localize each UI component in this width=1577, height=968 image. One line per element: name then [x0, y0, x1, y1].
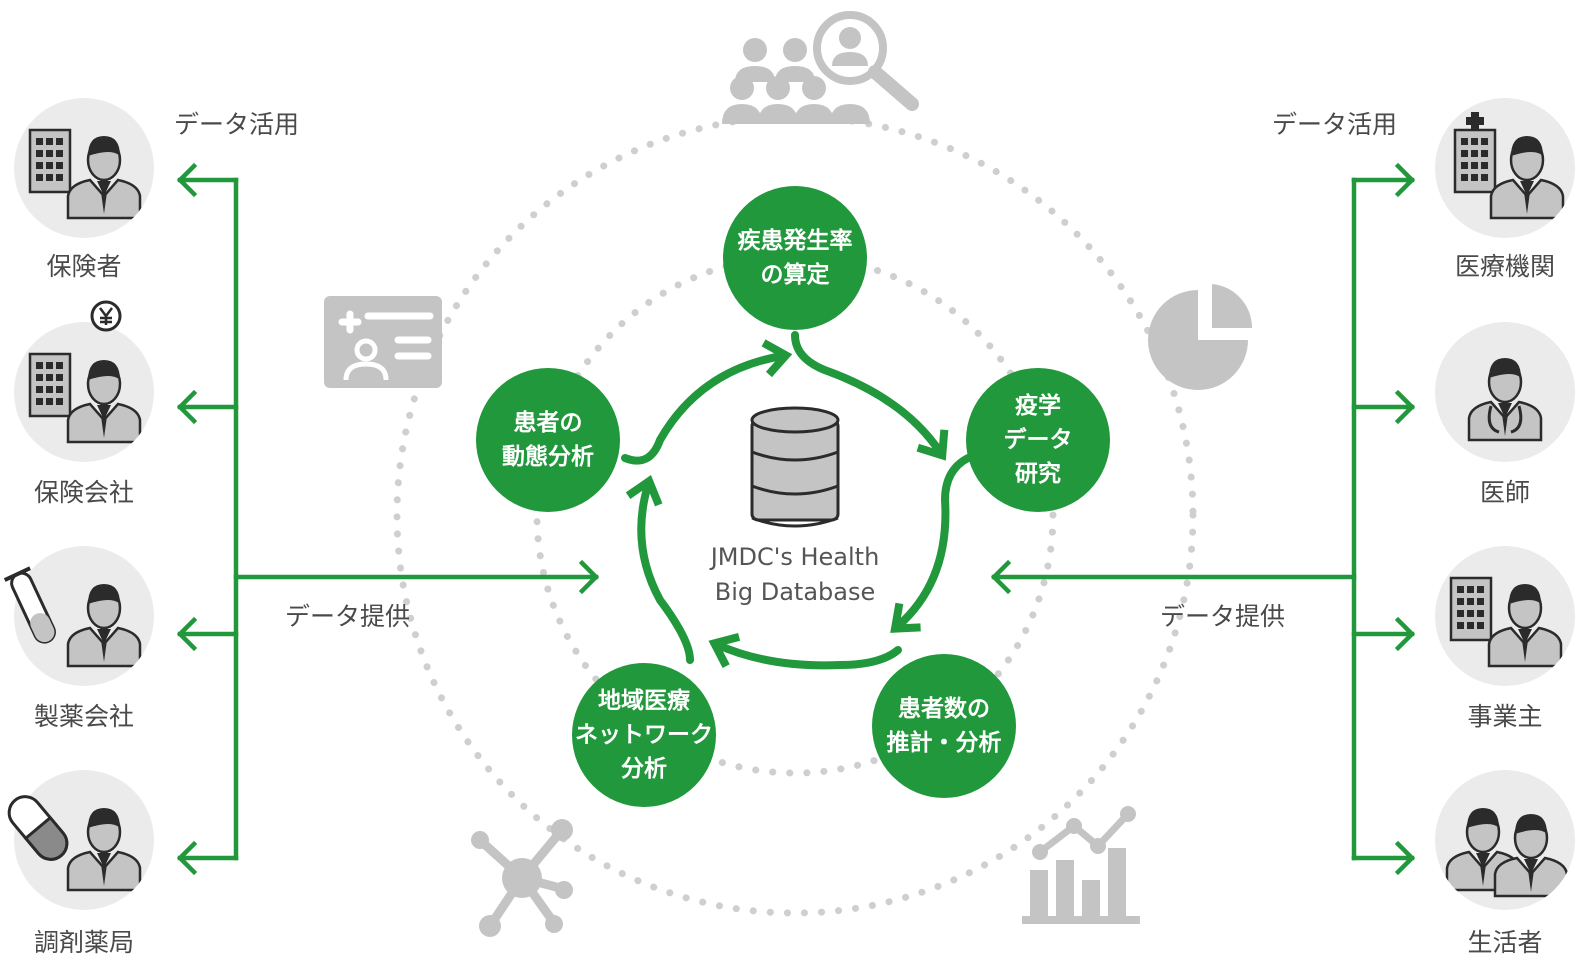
stakeholder-label: 保険会社 — [33, 478, 135, 507]
network-icon — [471, 819, 573, 937]
node-disease-incidence — [723, 186, 867, 330]
cycle-arrow-5 — [621, 339, 793, 465]
node-label: 患者数の推計・分析 — [886, 696, 1002, 756]
stakeholder-label: 医療機関 — [1454, 252, 1556, 281]
outer-dotted-ring — [393, 113, 1197, 917]
pie-chart-icon — [1148, 284, 1253, 390]
arrow-left-3 — [176, 616, 239, 652]
flow-label-use-right: データ活用 — [1272, 110, 1398, 139]
arrow-left-2 — [176, 389, 239, 425]
node-label: 疾患発生率の算定 — [737, 228, 853, 288]
stakeholder-label: 調剤薬局 — [33, 928, 135, 957]
cycle-arrow-4 — [625, 475, 694, 664]
arrow-right-2 — [1351, 389, 1416, 425]
node-label: 地域医療ネットワーク分析 — [575, 688, 713, 782]
node-regional-network — [572, 663, 716, 807]
medical-institution-avatar-icon — [1435, 98, 1575, 238]
node-epidemiology — [966, 368, 1110, 512]
flow-label-provide-left: データ提供 — [285, 602, 411, 631]
doctor-avatar-icon — [1435, 322, 1575, 462]
node-patient-dynamics — [476, 368, 620, 512]
group-search-icon — [722, 11, 919, 124]
arrow-right-3 — [1351, 616, 1416, 652]
stakeholder-label: 生活者 — [1467, 928, 1543, 957]
flow-label-use-left: データ活用 — [174, 110, 300, 139]
id-card-icon — [324, 296, 442, 388]
stakeholder-label: 保険者 — [46, 252, 122, 281]
flow-label-provide-right: データ提供 — [1160, 602, 1286, 631]
pharmacy-avatar-icon — [7, 770, 154, 910]
arrow-provide-left — [233, 559, 600, 595]
arrow-right-1 — [1351, 162, 1416, 198]
pharma-avatar-icon — [3, 546, 154, 686]
arrow-left-4 — [176, 840, 239, 876]
node-label: 患者の動態分析 — [502, 410, 594, 470]
stakeholder-label: 事業主 — [1467, 702, 1543, 731]
database-icon — [750, 406, 840, 528]
insurer-avatar-icon — [14, 98, 154, 238]
arrow-left-1 — [176, 162, 239, 198]
cycle-arrow-2 — [890, 454, 972, 633]
cycle-arrow-1 — [791, 331, 949, 461]
employer-avatar-icon — [1435, 546, 1575, 686]
stakeholder-label: 医師 — [1479, 478, 1531, 507]
arrow-right-4 — [1351, 840, 1416, 876]
node-label: 疫学データ研究 — [1003, 393, 1073, 487]
node-patient-estimate — [872, 654, 1016, 798]
arrow-provide-right — [990, 559, 1357, 595]
bar-line-chart-icon — [1022, 806, 1140, 924]
insurance-company-avatar-icon — [14, 300, 154, 462]
yen-icon — [90, 300, 122, 332]
cycle-arrow-3 — [708, 632, 902, 670]
stakeholder-label: 製薬会社 — [33, 702, 135, 731]
consumer-avatar-icon — [1435, 770, 1575, 910]
